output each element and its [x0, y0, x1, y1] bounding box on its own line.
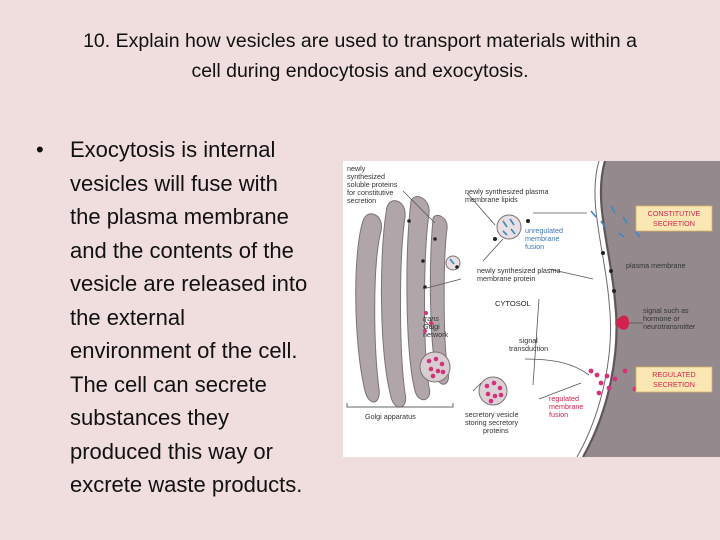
diagram-canvas: newly synthesized soluble proteins for c… — [346, 161, 720, 457]
label-soluble-proteins-5: secretion — [347, 196, 376, 205]
label-secretory-vesicle-2: storing secretory — [465, 418, 519, 427]
signal-molecule — [615, 315, 629, 330]
released-pink-cargo — [588, 368, 638, 396]
bullet-text: Exocytosis is internal vesicles will fus… — [70, 133, 366, 502]
constitutive-vesicles — [445, 214, 522, 271]
bullet-line: substances they — [70, 405, 229, 430]
regulated-tag-line-2: SECRETION — [653, 380, 695, 389]
label-signal-1: signal such as — [643, 306, 689, 315]
golgi-secretory-bud — [419, 351, 451, 383]
exocytosis-diagram: newly synthesized soluble proteins for c… — [343, 161, 720, 457]
label-unregulated-fusion-3: fusion — [525, 242, 544, 251]
title-line-1: 10. Explain how vesicles are used to tra… — [83, 30, 637, 52]
bullet-line: The cell can secrete — [70, 371, 267, 397]
label-secretory-vesicle-1: secretory vesicle — [465, 410, 519, 419]
label-signal-transduction-1: signal — [519, 336, 538, 345]
label-soluble-proteins-1: newly — [347, 164, 366, 173]
bullet-line: and the contents of the — [70, 237, 294, 263]
bullet-line: produced this way or — [70, 438, 273, 464]
label-unregulated-fusion-2: membrane — [525, 234, 559, 243]
plasma-membrane-inner-line — [576, 161, 612, 457]
membrane-protein-dots — [407, 219, 616, 293]
bullet-line: the plasma membrane — [70, 204, 289, 229]
plasma-membrane-line — [582, 161, 618, 457]
label-golgi-apparatus: Golgi apparatus — [365, 412, 416, 421]
label-signal-2: hormone or — [643, 314, 680, 323]
label-cytosol: CYTOSOL — [495, 299, 531, 308]
label-trans: trans — [423, 314, 439, 323]
slide-title: 10. Explain how vesicles are used to tra… — [20, 26, 700, 86]
regulated-cargo — [484, 380, 504, 404]
label-signal-transduction-2: transduction — [509, 344, 548, 353]
label-membrane-lipids-1: newly synthesized plasma — [465, 187, 549, 196]
regulated-secretion-tag — [635, 366, 713, 393]
label-regulated-fusion-3: fusion — [549, 410, 568, 419]
bullet-line: the external — [70, 304, 185, 330]
label-soluble-proteins-4: for constitutive — [347, 188, 393, 197]
constitutive-secretion-tag — [635, 205, 713, 232]
bullet-line: excrete waste products. — [70, 472, 303, 497]
golgi-bracket — [346, 403, 454, 408]
label-golgi-network-2: network — [423, 330, 449, 339]
label-signal-3: neurotransmitter — [643, 322, 696, 331]
bullet-line: vesicle are released into — [70, 271, 308, 296]
bullet-line: vesicles will fuse with — [70, 170, 278, 196]
bullet-point: • Exocytosis is internal vesicles will f… — [36, 133, 366, 502]
leader-lines — [402, 190, 594, 400]
bullet-line: environment of the cell. — [70, 338, 298, 363]
label-unregulated-fusion-1: unregulated — [525, 226, 563, 235]
label-regulated-fusion-1: regulated — [549, 394, 579, 403]
label-regulated-fusion-2: membrane — [549, 402, 583, 411]
label-secretory-vesicle-3: proteins — [483, 426, 509, 435]
blue-cargo — [449, 205, 641, 265]
bullet-line: Exocytosis is internal — [70, 137, 276, 162]
label-membrane-protein-1: newly synthesized plasma — [477, 266, 561, 275]
title-line-2: cell during endocytosis and exocytosis. — [191, 60, 529, 82]
golgi-bud-cargo — [426, 356, 446, 379]
regulated-tag-line-1: REGULATED — [652, 370, 695, 379]
label-membrane-protein-2: membrane protein — [477, 274, 535, 283]
bullet-marker: • — [36, 137, 44, 162]
label-soluble-proteins-3: soluble proteins — [347, 180, 398, 189]
label-plasma-membrane: plasma membrane — [626, 261, 686, 270]
label-golgi-network-1: Golgi — [423, 322, 440, 331]
trans-golgi-vesicles — [423, 311, 433, 333]
constitutive-tag-line-1: CONSTITUTIVE — [648, 209, 701, 218]
constitutive-tag-line-2: SECRETION — [653, 219, 695, 228]
label-membrane-lipids-2: membrane lipids — [465, 195, 518, 204]
label-soluble-proteins-2: synthesized — [347, 172, 385, 181]
